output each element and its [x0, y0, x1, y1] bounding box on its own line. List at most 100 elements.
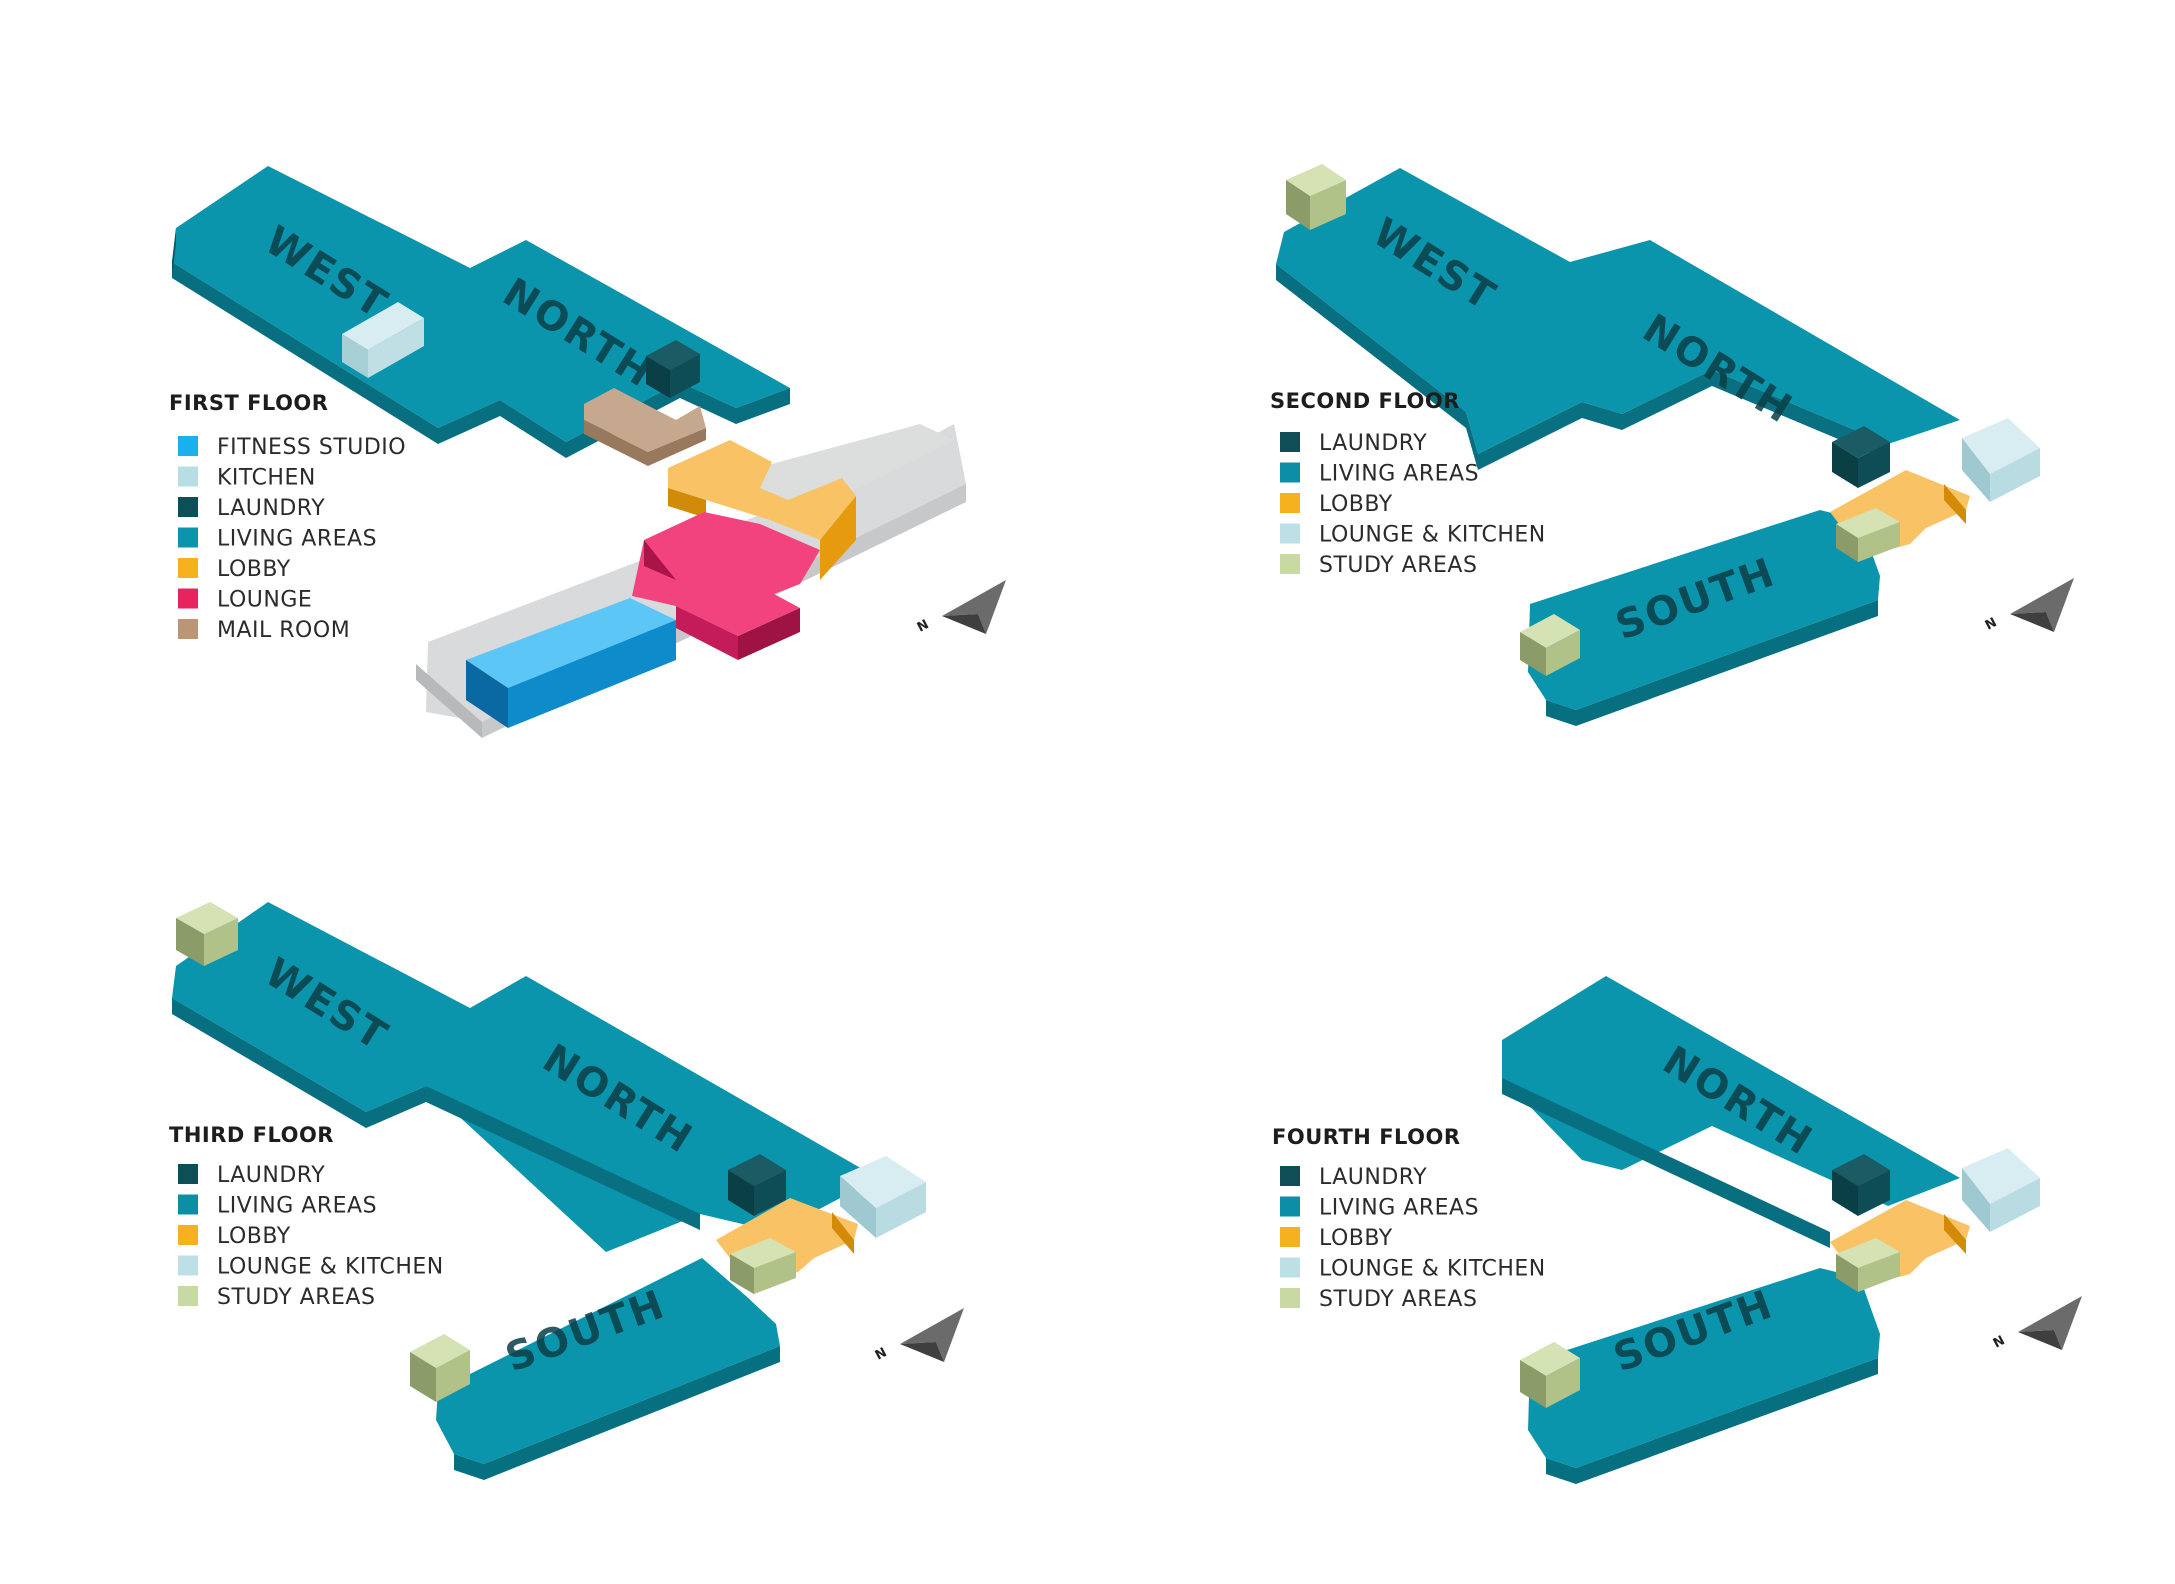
lounge-side-2	[738, 608, 800, 660]
kitchen-block-front	[342, 334, 368, 378]
lounge-kitchen-front-4	[1962, 1168, 1990, 1232]
legend-swatch	[1280, 523, 1300, 544]
legend-swatch	[178, 619, 198, 639]
living-south-side-2	[1546, 600, 1878, 726]
legend-label: LIVING AREAS	[217, 527, 377, 552]
legend-swatch	[178, 558, 198, 578]
legend-label: LOBBY	[1319, 492, 1393, 517]
laundry-block-top	[646, 340, 700, 370]
mail-room-side	[584, 420, 706, 466]
study-block-front-sw-3	[410, 1352, 436, 1402]
lobby-side-3	[832, 1212, 854, 1254]
laundry-block-top-4	[1832, 1154, 1890, 1186]
living-south-side-4	[1546, 1358, 1878, 1484]
laundry-block-side-4	[1858, 1170, 1890, 1216]
lobby-side-4	[1944, 1214, 1966, 1254]
legend-label: FITNESS STUDIO	[217, 435, 406, 460]
lobby-side	[668, 488, 706, 518]
legend-swatch	[1280, 1257, 1300, 1278]
study-block-front-nw-3	[176, 918, 204, 966]
lounge-kitchen-front-2	[1962, 438, 1990, 502]
living-north-top-4	[1502, 976, 1960, 1206]
study-block-side-sw-3	[436, 1350, 470, 1402]
legend-swatch	[1280, 1196, 1300, 1217]
study-block-top-nw-2	[1286, 164, 1346, 196]
kitchen-block-side	[368, 318, 424, 378]
laundry-block-side-2	[1858, 442, 1890, 488]
fourth-floor-plan: NORTH SOUTH N	[1502, 976, 2082, 1484]
north-arrow-fourth: N	[1991, 1296, 2082, 1352]
legend-label: KITCHEN	[217, 466, 316, 491]
legend-label: STUDY AREAS	[1319, 1287, 1477, 1312]
living-south-top-4	[1528, 1268, 1880, 1468]
legend-swatch	[178, 1225, 198, 1245]
north-label: N	[1983, 615, 2000, 633]
floor-title-third: THIRD FLOOR	[169, 1123, 334, 1147]
study-block-top-sw-4	[1520, 1342, 1580, 1376]
legend-label: LAUNDRY	[1319, 1165, 1427, 1190]
laundry-block-top-2	[1832, 426, 1890, 458]
laundry-block-top-3	[728, 1154, 786, 1186]
lobby-side-2	[820, 496, 856, 580]
floor-title-first: FIRST FLOOR	[169, 391, 328, 415]
lobby-top	[668, 440, 856, 540]
study-lobby-side-4	[1858, 1252, 1900, 1292]
study-block-side-sw-2	[1546, 630, 1580, 676]
living-south-side-3	[454, 1346, 780, 1480]
floor-title-fourth: FOURTH FLOOR	[1272, 1125, 1461, 1149]
fitness-studio-side	[508, 620, 676, 728]
legend-label: LOBBY	[1319, 1226, 1393, 1251]
kitchen-block-top	[342, 302, 424, 350]
legend-swatch	[178, 436, 198, 456]
legend-label: LIVING AREAS	[217, 1194, 377, 1219]
legend-label: LAUNDRY	[217, 1163, 325, 1188]
study-block-top-nw-3	[176, 902, 238, 934]
legend-label: LOUNGE & KITCHEN	[1319, 523, 1546, 548]
living-north-side-2b	[1478, 370, 1888, 470]
legend-swatch	[178, 497, 198, 517]
legend-swatch	[178, 466, 198, 487]
laundry-block-side	[670, 354, 700, 398]
first-floor-plan: WEST NORTH N	[172, 166, 1006, 738]
legend-label: STUDY AREAS	[217, 1285, 375, 1310]
living-west-north-side-2	[1276, 264, 1478, 470]
north-arrow-first: N	[915, 580, 1006, 636]
legend-swatch	[178, 1286, 198, 1306]
fitness-studio-top	[466, 598, 676, 688]
legend-swatch	[1280, 1288, 1300, 1308]
legend-first-floor: FIRST FLOOR FITNESS STUDIOKITCHENLAUNDRY…	[169, 391, 406, 643]
living-west-north-top-2	[1276, 168, 1960, 454]
lounge-kitchen-side-3	[876, 1182, 926, 1238]
legend-swatch	[1280, 462, 1300, 483]
study-lobby-front-3	[730, 1254, 754, 1294]
legend-swatch	[1280, 432, 1300, 452]
laundry-block-front	[646, 356, 670, 398]
legend-label: LOUNGE & KITCHEN	[217, 1255, 444, 1280]
living-west-north-top-3	[172, 902, 878, 1252]
living-south-top-2	[1528, 510, 1880, 710]
north-label: N	[915, 617, 932, 635]
lounge-side	[644, 540, 676, 580]
living-west-north-top	[172, 166, 790, 442]
study-lobby-top-2	[1836, 508, 1900, 538]
study-lobby-side-2	[1858, 522, 1900, 562]
study-block-top-sw-2	[1520, 614, 1580, 648]
legend-swatch	[1280, 1227, 1300, 1247]
laundry-block-front-3	[728, 1170, 754, 1216]
legend-label: LOUNGE	[217, 588, 312, 613]
study-lobby-top-4	[1836, 1238, 1900, 1268]
lounge-kitchen-top-3	[840, 1156, 926, 1208]
laundry-block-front-2	[1832, 442, 1858, 488]
fitness-studio-front	[466, 660, 508, 728]
north-arrow-icon	[2018, 1296, 2082, 1350]
living-north-side-3b	[426, 1086, 700, 1230]
legend-label: LAUNDRY	[1319, 431, 1427, 456]
study-block-front-sw-4	[1520, 1360, 1546, 1408]
ground-slab-side	[416, 664, 482, 738]
